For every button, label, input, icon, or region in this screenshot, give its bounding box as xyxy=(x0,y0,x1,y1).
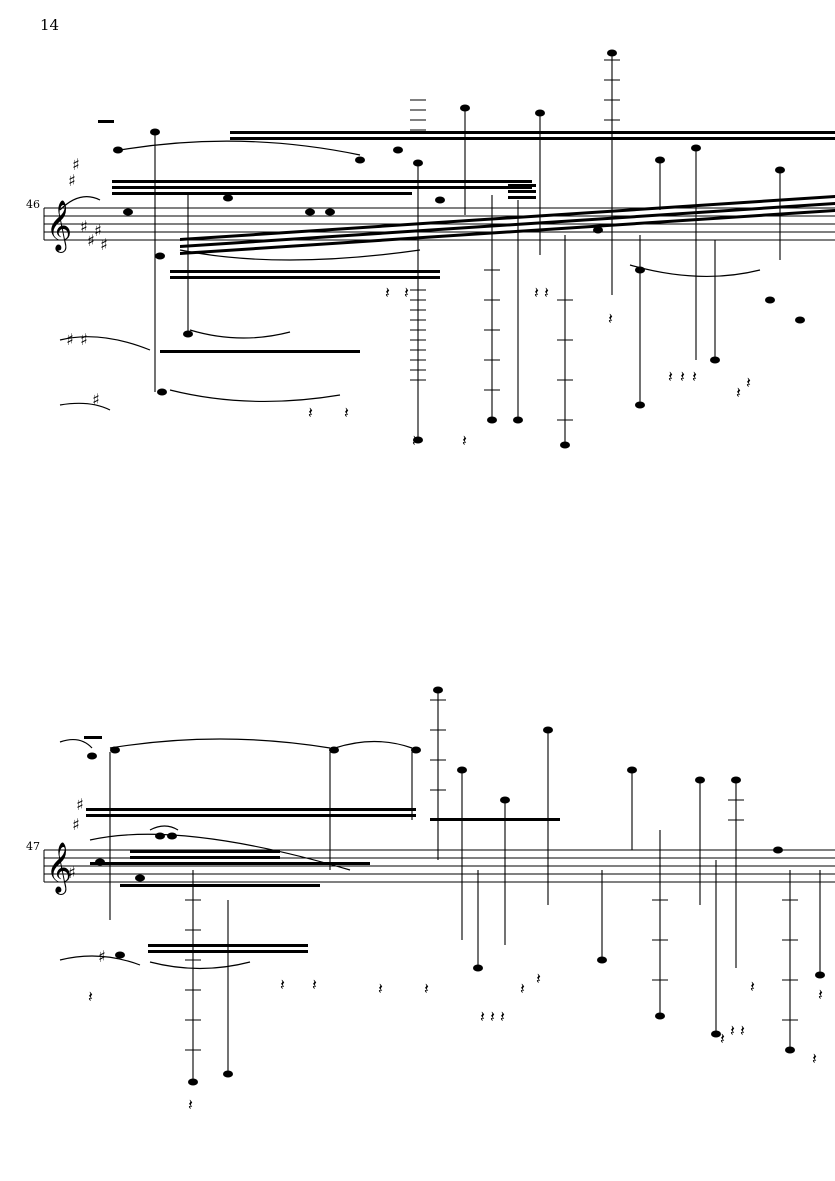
svg-text:♯: ♯ xyxy=(68,171,76,190)
system-2: 𝄞 ♯♯♯ ♯ xyxy=(43,686,835,1114)
svg-text:𝄽: 𝄽 xyxy=(818,985,823,1004)
ledger-lines xyxy=(410,59,620,421)
svg-text:𝄽: 𝄽 xyxy=(312,975,317,994)
beams xyxy=(98,120,835,353)
svg-text:𝄽: 𝄽 xyxy=(680,367,685,386)
ties-and-slurs xyxy=(59,140,761,411)
svg-text:𝄽: 𝄽 xyxy=(344,403,349,422)
svg-text:♯: ♯ xyxy=(92,390,100,409)
ledger-lines xyxy=(185,699,798,1051)
svg-text:𝄽: 𝄽 xyxy=(500,1007,505,1026)
svg-text:𝄽: 𝄽 xyxy=(490,1007,495,1026)
svg-text:𝄽: 𝄽 xyxy=(520,979,525,998)
sharps-icon: ♯♯♯ ♯♯♯ ♯♯♯ xyxy=(66,155,108,409)
svg-text:♯: ♯ xyxy=(76,795,84,814)
svg-text:♯: ♯ xyxy=(72,815,80,834)
svg-text:♯: ♯ xyxy=(100,235,108,254)
svg-text:𝄽: 𝄽 xyxy=(385,283,390,302)
svg-text:♯: ♯ xyxy=(80,217,88,236)
svg-text:♯: ♯ xyxy=(68,863,76,882)
svg-text:𝄽: 𝄽 xyxy=(280,975,285,994)
system-1: 𝄞 ♯♯♯ ♯♯♯ ♯♯♯ xyxy=(43,49,835,450)
svg-text:𝄽: 𝄽 xyxy=(746,373,751,392)
svg-text:♯: ♯ xyxy=(87,231,95,250)
svg-text:𝄽: 𝄽 xyxy=(730,1021,735,1040)
svg-text:𝄽: 𝄽 xyxy=(534,283,539,302)
noteheads xyxy=(113,49,805,449)
ties-and-slurs xyxy=(59,738,413,970)
rest-icons: 𝄽 𝄽 𝄽 𝄽 𝄽 𝄽 𝄽 𝄽 𝄽 𝄽 𝄽 𝄽 𝄽 𝄽 𝄽 𝄽 𝄽 xyxy=(88,969,823,1114)
treble-clef-icon: 𝄞 xyxy=(46,200,72,253)
svg-text:♯: ♯ xyxy=(66,330,74,349)
measure-number-47: 47 xyxy=(26,840,40,853)
svg-text:𝄽: 𝄽 xyxy=(188,1095,193,1114)
page-number: 14 xyxy=(40,16,60,34)
svg-text:𝄽: 𝄽 xyxy=(812,1049,817,1068)
svg-text:𝄽: 𝄽 xyxy=(544,283,549,302)
svg-text:𝄽: 𝄽 xyxy=(668,367,673,386)
svg-text:𝄽: 𝄽 xyxy=(480,1007,485,1026)
treble-clef-icon: 𝄞 xyxy=(46,842,72,895)
svg-text:𝄽: 𝄽 xyxy=(412,431,417,450)
svg-text:𝄽: 𝄽 xyxy=(692,367,697,386)
svg-text:𝄽: 𝄽 xyxy=(740,1021,745,1040)
svg-text:♯: ♯ xyxy=(94,221,102,240)
svg-text:𝄽: 𝄽 xyxy=(750,977,755,996)
svg-text:𝄽: 𝄽 xyxy=(308,403,313,422)
measure-number-46: 46 xyxy=(26,198,40,211)
sharps-icon: ♯♯♯ ♯ xyxy=(68,795,106,966)
svg-text:𝄽: 𝄽 xyxy=(736,383,741,402)
svg-text:𝄽: 𝄽 xyxy=(424,979,429,998)
svg-text:𝄽: 𝄽 xyxy=(378,979,383,998)
svg-text:𝄽: 𝄽 xyxy=(536,969,541,988)
svg-text:𝄽: 𝄽 xyxy=(88,987,93,1006)
staff-lines xyxy=(44,207,835,241)
beams xyxy=(84,736,560,953)
rest-icons: 𝄽 𝄽 𝄽 𝄽 𝄽 𝄽 𝄽 𝄽 𝄽 𝄽 𝄽 𝄽 𝄽 𝄽 xyxy=(308,283,751,450)
svg-text:𝄽: 𝄽 xyxy=(720,1029,725,1048)
svg-text:𝄽: 𝄽 xyxy=(462,431,467,450)
svg-text:𝄽: 𝄽 xyxy=(608,309,613,328)
svg-text:♯: ♯ xyxy=(80,330,88,349)
noteheads xyxy=(87,686,825,1086)
svg-text:♯: ♯ xyxy=(72,155,80,174)
svg-text:𝄽: 𝄽 xyxy=(404,283,409,302)
